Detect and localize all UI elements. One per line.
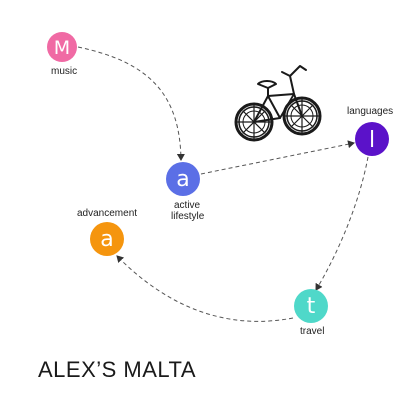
- advancement-label: advancement: [77, 208, 137, 219]
- active-lifestyle-letter: a: [176, 167, 189, 192]
- connectors: [77, 46, 369, 322]
- node-music[interactable]: M music: [47, 32, 77, 77]
- travel-letter: t: [307, 294, 316, 319]
- advancement-letter: a: [100, 227, 113, 252]
- active-lifestyle-label-line2: lifestyle: [171, 211, 205, 222]
- languages-badge: [355, 122, 389, 156]
- advancement-badge: [90, 222, 124, 256]
- edge-music-to-active-lifestyle: [77, 46, 185, 161]
- edge-travel-to-advancement: [116, 255, 294, 322]
- music-badge: [47, 32, 77, 62]
- travel-label: travel: [300, 326, 324, 337]
- edge-active-lifestyle-to-languages: [200, 140, 355, 175]
- edge-languages-to-travel: [315, 156, 369, 291]
- node-active-lifestyle[interactable]: a active lifestyle: [166, 162, 205, 222]
- page-title: ALEX’S MALTA: [38, 357, 197, 382]
- active-lifestyle-label-line1: active: [174, 200, 201, 211]
- active-lifestyle-badge: [166, 162, 200, 196]
- music-label: music: [51, 66, 77, 77]
- node-languages[interactable]: languages l: [347, 106, 393, 156]
- node-advancement[interactable]: advancement a: [77, 208, 137, 256]
- languages-letter: l: [369, 128, 375, 153]
- travel-badge: [294, 289, 328, 323]
- node-travel[interactable]: t travel: [294, 289, 328, 337]
- languages-label: languages: [347, 106, 393, 117]
- bicycle-sketch-icon: [234, 65, 322, 142]
- music-letter: M: [54, 37, 70, 59]
